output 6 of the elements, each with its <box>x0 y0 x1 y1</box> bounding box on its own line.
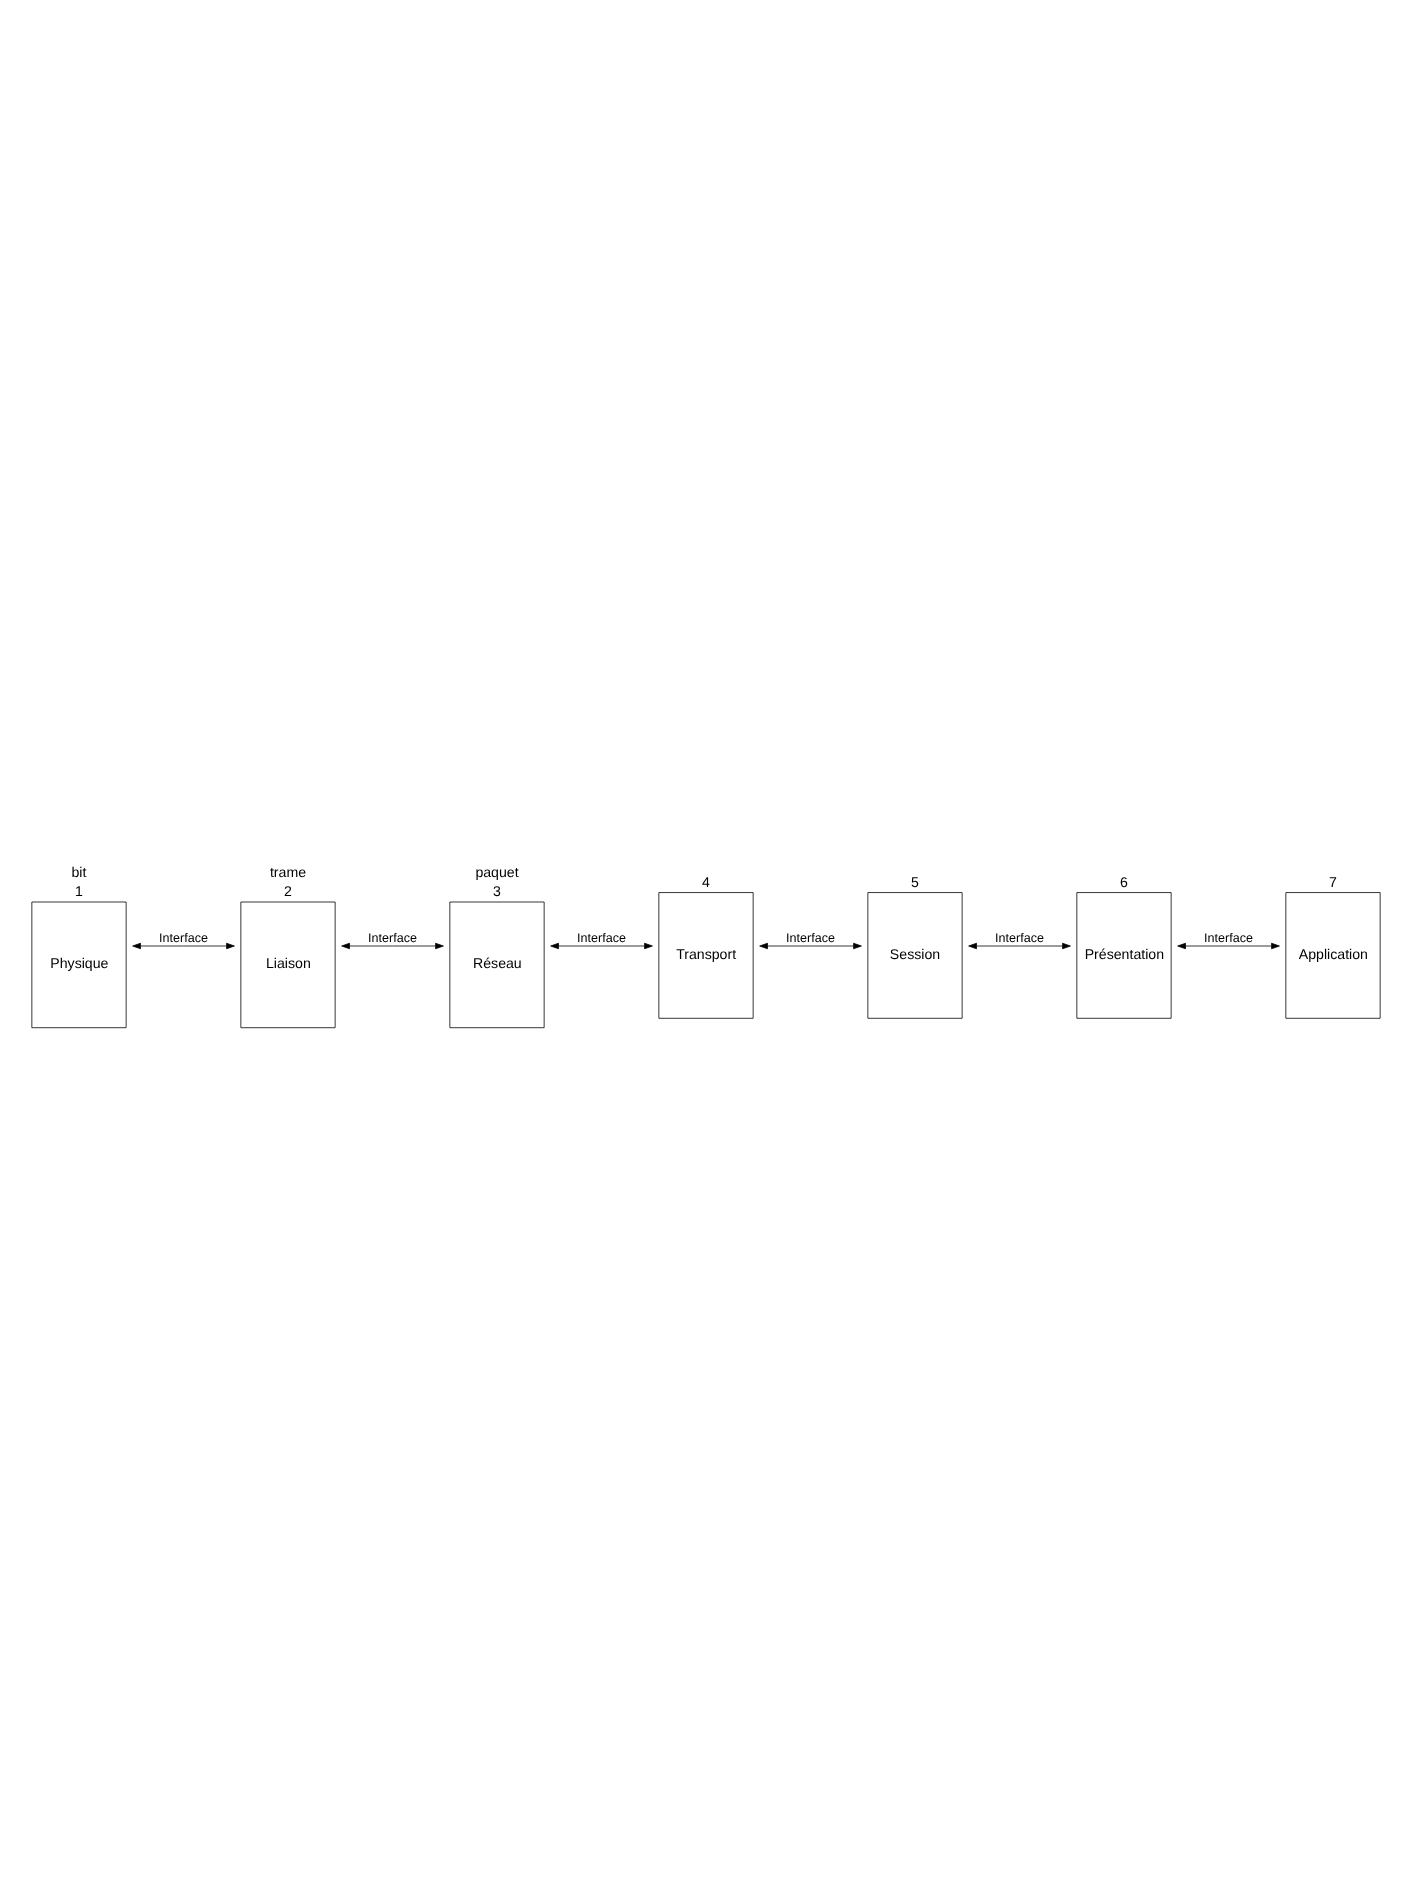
arrow <box>968 941 1071 949</box>
arrow <box>759 941 862 949</box>
arrow <box>550 941 653 949</box>
arrow <box>341 941 444 949</box>
arrow <box>1177 941 1280 949</box>
arrow <box>132 941 235 949</box>
